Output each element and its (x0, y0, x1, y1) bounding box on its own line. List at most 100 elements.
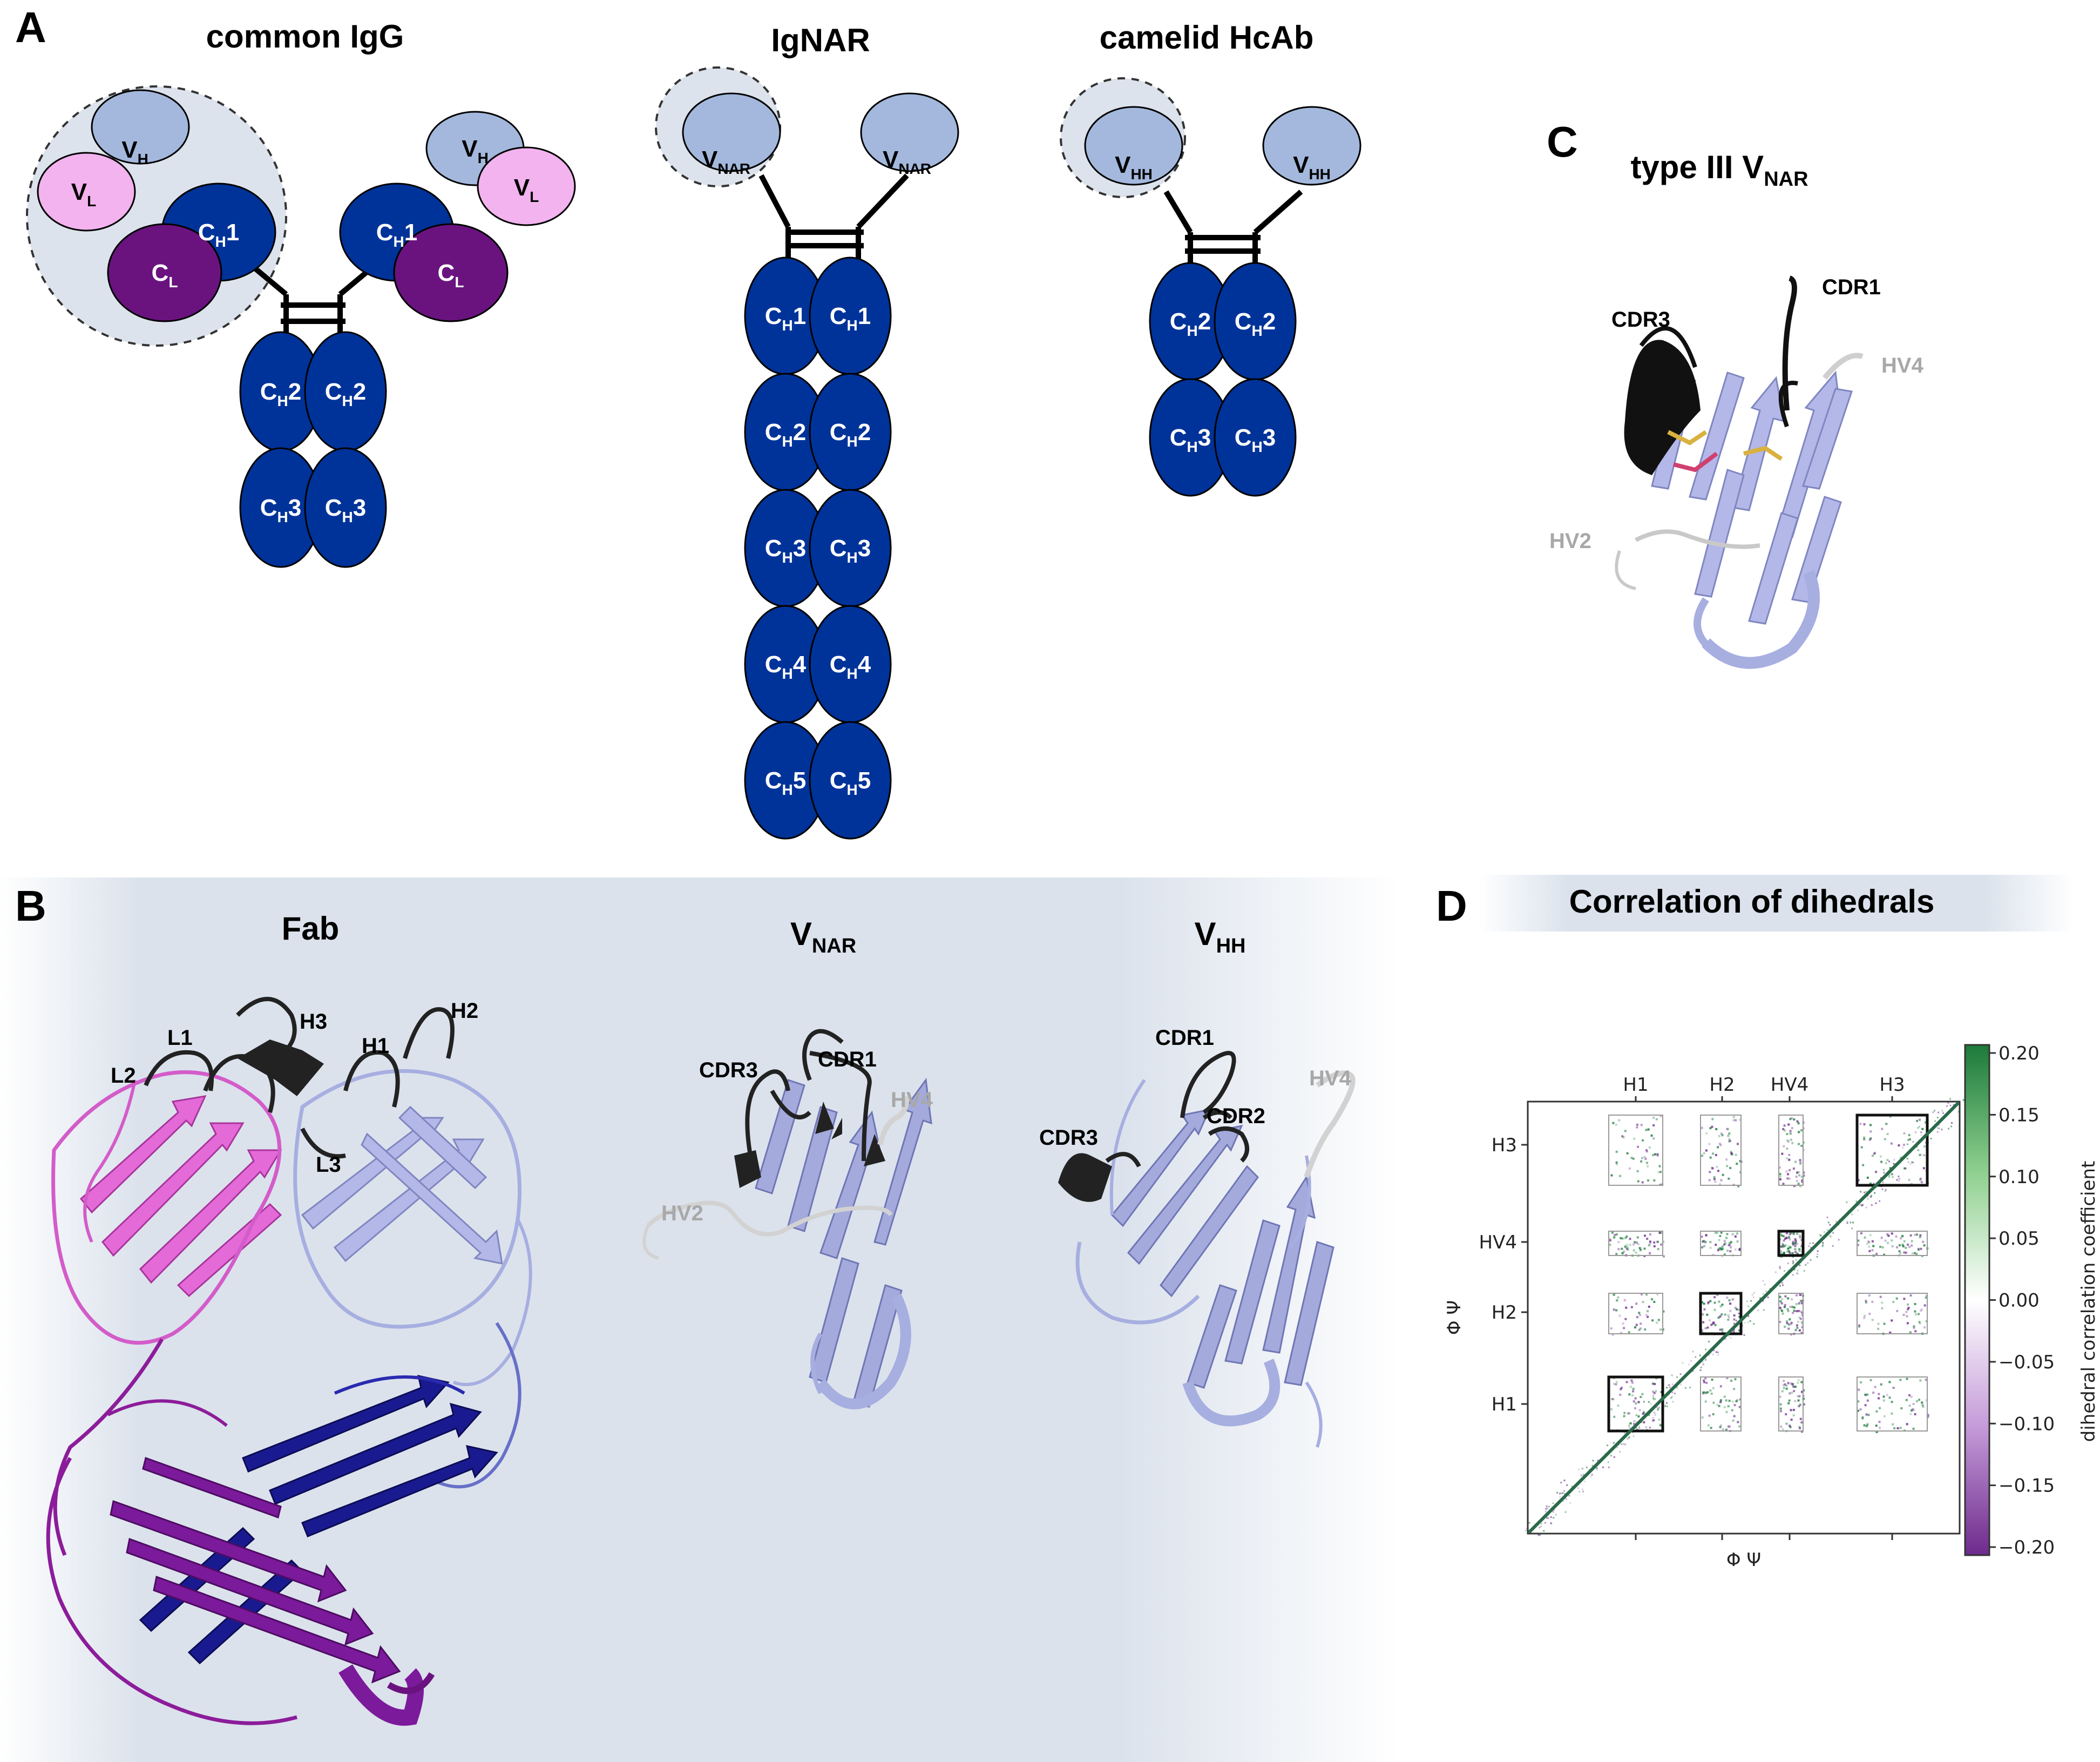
heatmap-cell (1925, 1297, 1927, 1299)
heatmap-cell (1898, 1176, 1900, 1178)
heatmap-cell (1736, 1232, 1738, 1235)
heatmap-cell (1733, 1323, 1735, 1325)
heatmap-cell (1545, 1508, 1547, 1510)
heatmap-cell (1946, 1105, 1948, 1107)
heatmap-cell (1829, 1224, 1831, 1226)
heatmap-cell (1913, 1325, 1915, 1328)
heatmap-cell (1628, 1393, 1631, 1396)
heatmap-cell (1659, 1423, 1662, 1426)
region-cross-box (1700, 1376, 1742, 1432)
heatmap-cell (1891, 1245, 1894, 1247)
heatmap-cell (1798, 1143, 1800, 1145)
heatmap-cell (1712, 1321, 1715, 1324)
heatmap-cell (1718, 1135, 1720, 1137)
heatmap-cell (1915, 1253, 1918, 1255)
heatmap-cell (1642, 1412, 1645, 1415)
heatmap-cell (1702, 1391, 1705, 1394)
heatmap-cell (1779, 1175, 1782, 1178)
heatmap-cell (1635, 1241, 1638, 1244)
heatmap-cell (1800, 1311, 1803, 1314)
heatmap-cell (1630, 1306, 1633, 1308)
heatmap-cell (1553, 1509, 1555, 1511)
heatmap-cell (1919, 1379, 1922, 1382)
heatmap-cell (1566, 1484, 1568, 1486)
heatmap-cell (1799, 1163, 1802, 1165)
heatmap-cell (1632, 1432, 1634, 1434)
heatmap-cell (1857, 1409, 1859, 1412)
heatmap-cell (1872, 1392, 1875, 1394)
heatmap-cell (1620, 1237, 1622, 1239)
heatmap-cell (1562, 1500, 1564, 1502)
heatmap-cell (1941, 1129, 1943, 1131)
heatmap-cell (1793, 1185, 1796, 1187)
hcab-ch3-label-right: CH3 (1235, 424, 1276, 455)
heatmap-cell (1783, 1245, 1786, 1247)
heatmap-cell (1913, 1409, 1915, 1412)
colorbar-tick-label: 0.15 (1999, 1104, 2040, 1126)
heatmap-cell (1795, 1259, 1797, 1261)
heatmap-cell (1796, 1252, 1799, 1255)
heatmap-cell (1709, 1241, 1712, 1244)
heatmap-cell (1869, 1183, 1872, 1185)
heatmap-cell (1893, 1163, 1895, 1165)
heatmap-cell (1737, 1185, 1740, 1187)
heatmap-cell (1590, 1475, 1592, 1477)
heatmap-cell (1786, 1147, 1789, 1150)
heatmap-cell (1792, 1261, 1794, 1264)
heatmap-cell (1902, 1146, 1904, 1149)
region-cross-box (1608, 1231, 1663, 1256)
heatmap-cell (1797, 1273, 1799, 1275)
heatmap-cell (1613, 1236, 1616, 1239)
heatmap-cell (1871, 1300, 1874, 1303)
heatmap-cell (1903, 1240, 1906, 1243)
panel-a-letter: A (15, 3, 46, 51)
heatmap-cell (1883, 1172, 1885, 1174)
heatmap-cell (1769, 1288, 1771, 1290)
heatmap-cell (1713, 1178, 1716, 1180)
heatmap-cell (1622, 1322, 1624, 1325)
heatmap-cell (1712, 1413, 1715, 1415)
heatmap-cell (1709, 1300, 1712, 1302)
heatmap-cell (1720, 1132, 1723, 1135)
heatmap-cell (1783, 1380, 1785, 1382)
heatmap-cell (1706, 1313, 1709, 1316)
heatmap-cell (1860, 1381, 1862, 1383)
heatmap-cell (1592, 1460, 1594, 1462)
heatmap-cell (1625, 1381, 1628, 1383)
heatmap-cell (1791, 1392, 1793, 1394)
heatmap-cell (1919, 1322, 1921, 1325)
heatmap-cell (1725, 1158, 1728, 1161)
y-tick-h1: H1 (1492, 1394, 1517, 1415)
heatmap-cell (1888, 1160, 1891, 1163)
heatmap-cell (1711, 1118, 1714, 1120)
heatmap-cell (1781, 1282, 1783, 1284)
heatmap-cell (1657, 1409, 1659, 1411)
heatmap-cell (1923, 1145, 1926, 1148)
heatmap-cell (1717, 1170, 1719, 1172)
heatmap-cell (1610, 1174, 1613, 1177)
heatmap-cell (1895, 1297, 1898, 1300)
heatmap-cell (1629, 1422, 1632, 1425)
heatmap-cell (1565, 1498, 1567, 1500)
heatmap-cell (1875, 1431, 1878, 1433)
heatmap-cell (1850, 1221, 1852, 1224)
heatmap-cell (1724, 1242, 1726, 1245)
heatmap-cell (1720, 1313, 1723, 1316)
heatmap-cell (1936, 1117, 1939, 1119)
heatmap-cell (1923, 1326, 1926, 1329)
heatmap-cell (1571, 1486, 1573, 1488)
heatmap-cell (1612, 1398, 1615, 1400)
heatmap-cell (1906, 1378, 1908, 1380)
x-tick-h3: H3 (1879, 1074, 1905, 1096)
heatmap-cell (1652, 1398, 1655, 1400)
heatmap-cell (1838, 1239, 1840, 1241)
heatmap-cell (1637, 1243, 1640, 1245)
heatmap-cell (1923, 1304, 1926, 1307)
heatmap-cell (1629, 1244, 1631, 1246)
heatmap-cell (1729, 1139, 1731, 1142)
heatmap-cell (1884, 1190, 1886, 1192)
heatmap-cell (1753, 1296, 1754, 1298)
heatmap-cell (1721, 1255, 1724, 1258)
heatmap-cell (1581, 1488, 1583, 1490)
heatmap-cell (1779, 1403, 1782, 1406)
